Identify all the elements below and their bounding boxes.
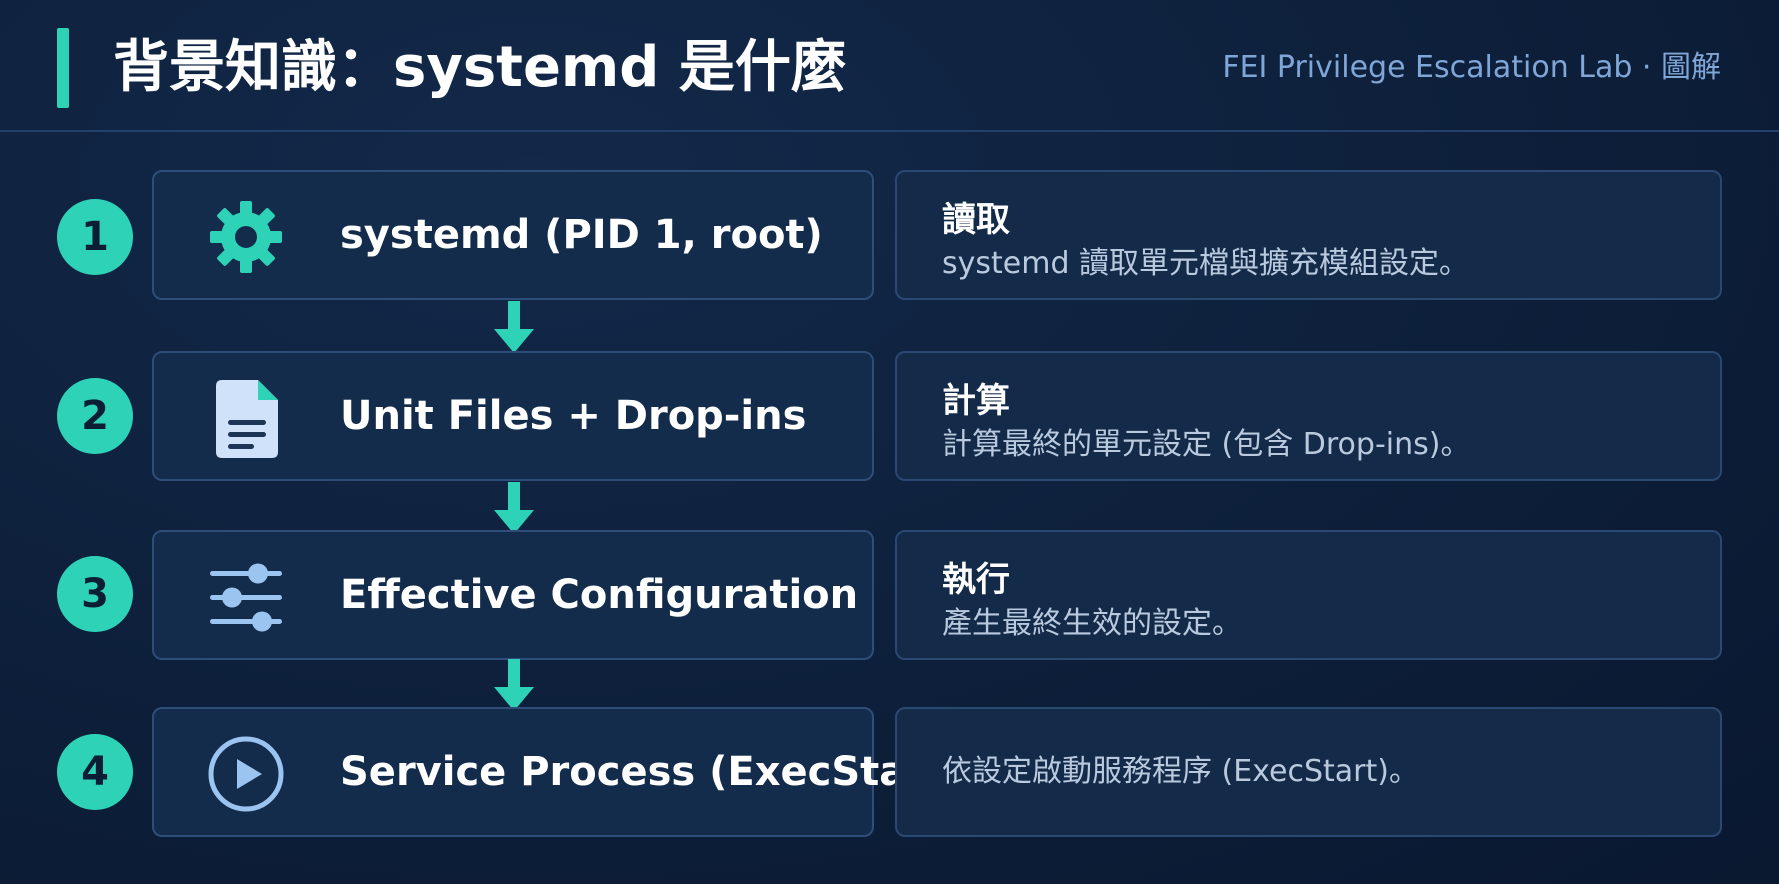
step-card-2: Unit Files + Drop-ins [152, 351, 874, 481]
description-heading-1: 讀取 [942, 200, 1010, 240]
down-arrow-icon [494, 659, 534, 713]
sliders-icon [206, 557, 286, 637]
description-text-3: 產生最終生效的設定。 [942, 606, 1242, 641]
description-heading-3: 執行 [942, 560, 1010, 600]
step-number-3: 3 [57, 556, 133, 632]
page-subtitle: FEI Privilege Escalation Lab · 圖解 [1222, 50, 1721, 85]
down-arrow-icon [494, 482, 534, 536]
step-card-3: Effective Configuration [152, 530, 874, 660]
description-heading-2: 計算 [942, 381, 1010, 421]
step-card-1: systemd (PID 1, root) [152, 170, 874, 300]
step-number-4: 4 [57, 734, 133, 810]
step-label-2: Unit Files + Drop-ins [340, 393, 807, 439]
step-label-3: Effective Configuration [340, 572, 859, 618]
step-card-4: Service Process (ExecStart) [152, 707, 963, 837]
step-number-1: 1 [57, 199, 133, 275]
description-card-4: 依設定啟動服務程序 (ExecStart)。 [895, 707, 1722, 837]
play-icon [206, 734, 286, 814]
step-label-4: Service Process (ExecStart) [340, 749, 964, 795]
description-text-2: 計算最終的單元設定 (包含 Drop-ins)。 [942, 427, 1471, 462]
description-card-2: 計算 計算最終的單元設定 (包含 Drop-ins)。 [895, 351, 1722, 481]
header: 背景知識：systemd 是什麼 FEI Privilege Escalatio… [0, 0, 1779, 132]
description-text-1: systemd 讀取單元檔與擴充模組設定。 [942, 246, 1470, 281]
title-accent-bar [57, 28, 69, 108]
description-card-3: 執行 產生最終生效的設定。 [895, 530, 1722, 660]
gear-icon [206, 197, 286, 277]
step-number-2: 2 [57, 378, 133, 454]
page-title: 背景知識：systemd 是什麼 [113, 35, 847, 100]
down-arrow-icon [494, 301, 534, 355]
document-icon [206, 378, 286, 458]
description-text-4: 依設定啟動服務程序 (ExecStart)。 [942, 754, 1419, 789]
description-card-1: 讀取 systemd 讀取單元檔與擴充模組設定。 [895, 170, 1722, 300]
step-label-1: systemd (PID 1, root) [340, 212, 823, 258]
